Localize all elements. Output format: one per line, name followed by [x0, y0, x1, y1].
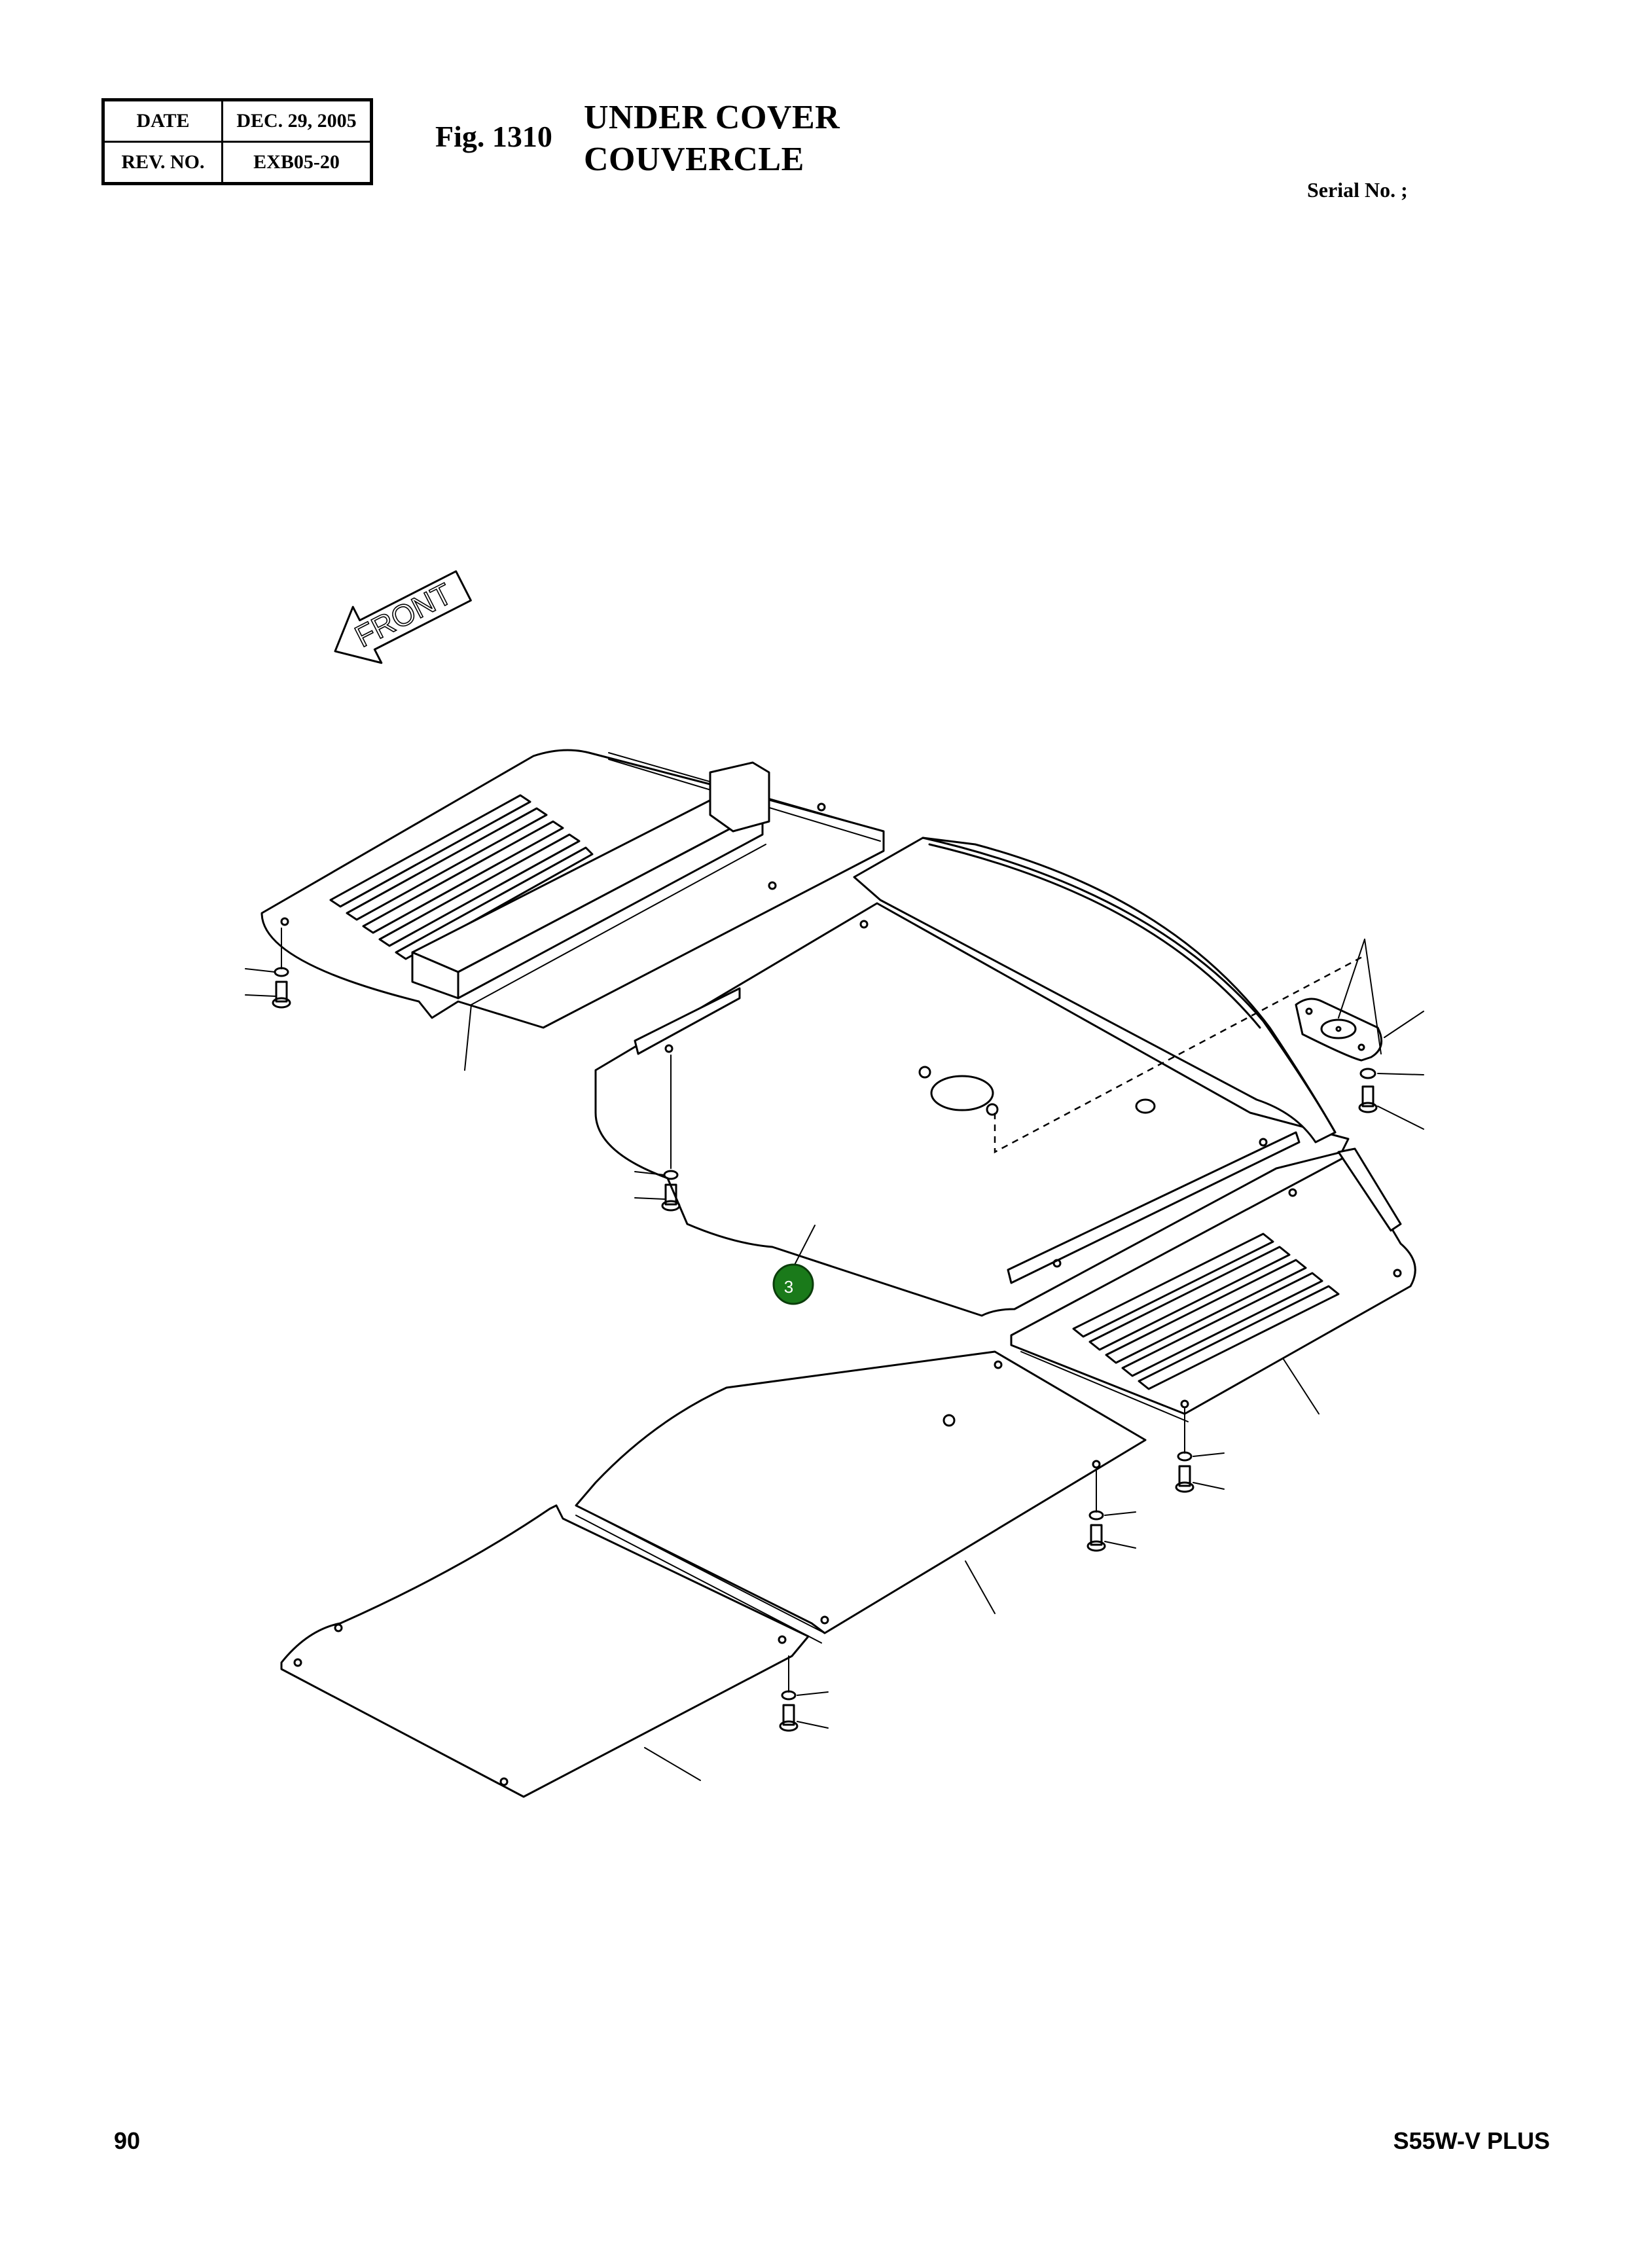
date-value: DEC. 29, 2005: [221, 99, 372, 143]
left-upper-cover: [260, 749, 885, 1029]
page-subtitle: COUVERCLE: [584, 141, 804, 178]
date-label: DATE: [102, 99, 223, 143]
right-mount-plate: [1295, 939, 1424, 1062]
callout-circle: [772, 1263, 814, 1305]
lower-left-cover: [280, 1504, 810, 1798]
front-arrow: FRONT: [334, 570, 472, 664]
serial-number-label: Serial No. ;: [1307, 178, 1408, 202]
figure-number: Fig. 1310: [435, 120, 552, 153]
fasteners: [245, 927, 1424, 1781]
lower-middle-cover: [575, 1350, 1147, 1644]
right-grille-slots: [1072, 1233, 1340, 1390]
model-name: S55W-V PLUS: [1393, 2127, 1550, 2154]
callout-bubble: 3: [772, 1263, 814, 1305]
rev-label: REV. NO.: [102, 141, 223, 185]
page-title: UNDER COVER: [584, 99, 840, 136]
right-grille-cover: [1010, 1147, 1416, 1422]
center-cover: [594, 837, 1365, 1317]
left-grille-slots: [329, 794, 594, 960]
callout-number: 3: [784, 1277, 793, 1297]
page-number: 90: [114, 2127, 141, 2154]
rev-value: EXB05-20: [221, 141, 372, 185]
revision-table: DATE DEC. 29, 2005 REV. NO. EXB05-20: [101, 98, 373, 185]
